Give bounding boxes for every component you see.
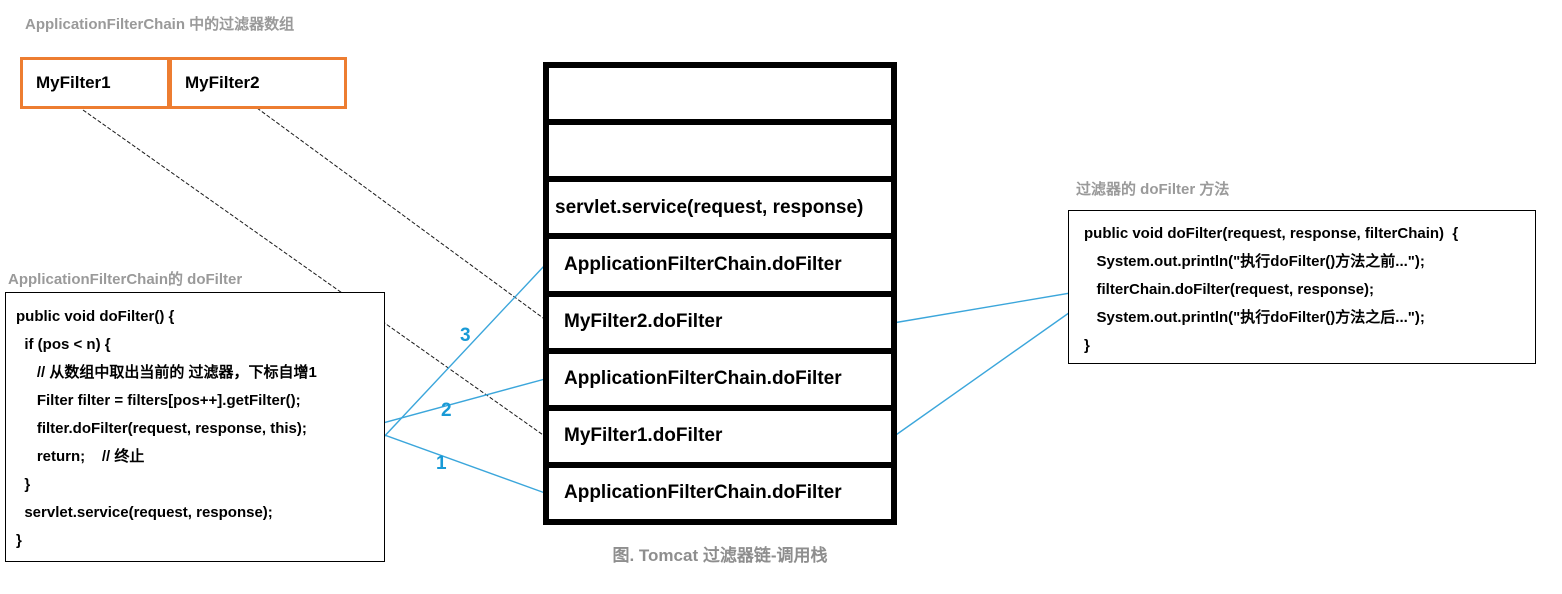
filter-dofilter-code-box: public void doFilter(request, response, …: [1068, 210, 1536, 364]
code-line-comment: // 从数组中取出当前的 过滤器，下标自增1: [16, 364, 317, 381]
filter-array-item-label: MyFilter2: [185, 73, 260, 92]
filter-array-title: ApplicationFilterChain 中的过滤器数组: [25, 16, 295, 33]
filter-array-item-label: MyFilter1: [36, 73, 111, 92]
sequence-number-3: 3: [460, 325, 471, 346]
code-line: public void doFilter(request, response, …: [1084, 225, 1459, 242]
code-line: System.out.println("执行doFilter()方法之前..."…: [1084, 253, 1425, 270]
stack-frame-servlet-service: servlet.service(request, response): [549, 182, 891, 240]
stack-frame-empty: [549, 68, 891, 126]
code-line: }: [1084, 337, 1090, 354]
stack-frame-afc-dofilter-2: ApplicationFilterChain.doFilter: [549, 354, 891, 411]
call-stack: servlet.service(request, response) Appli…: [543, 62, 897, 525]
code-line: return; // 终止: [16, 448, 145, 465]
right-code-title: 过滤器的 doFilter 方法: [1076, 181, 1230, 198]
code-line: }: [16, 532, 22, 549]
sequence-number-2: 2: [441, 400, 452, 421]
code-line-servlet-service-call: servlet.service(request, response);: [16, 504, 273, 521]
stack-frame-myfilter2-dofilter: MyFilter2.doFilter: [549, 297, 891, 354]
sequence-number-1: 1: [436, 453, 447, 474]
code-line: public void doFilter() {: [16, 308, 175, 325]
filter-array-item-myfilter2: MyFilter2: [169, 57, 347, 109]
code-line: System.out.println("执行doFilter()方法之后..."…: [1084, 309, 1425, 326]
applicationfilterchain-dofilter-code-box: public void doFilter() { if (pos < n) { …: [5, 292, 385, 562]
stack-frame-empty: [549, 125, 891, 183]
code-line-filterchain-dofilter-call: filterChain.doFilter(request, response);: [1084, 281, 1375, 298]
connector-call-1: [367, 428, 546, 494]
stack-frame-afc-dofilter-1: ApplicationFilterChain.doFilter: [564, 482, 842, 504]
stack-frame-myfilter1-dofilter: MyFilter1.doFilter: [549, 411, 891, 468]
filter-array: MyFilter1 MyFilter2: [20, 57, 347, 109]
code-line-filter-dofilter-call: filter.doFilter(request, response, this)…: [16, 420, 307, 437]
stack-frame-afc-dofilter-3: ApplicationFilterChain.doFilter: [549, 239, 891, 297]
code-line: Filter filter = filters[pos++].getFilter…: [16, 392, 301, 409]
connector-call-2: [367, 378, 546, 428]
filter-array-item-myfilter1: MyFilter1: [20, 57, 170, 109]
code-line: if (pos < n) {: [16, 336, 111, 353]
code-line: }: [16, 476, 31, 493]
left-code-title: ApplicationFilterChain的 doFilter: [8, 271, 243, 288]
figure-caption: 图. Tomcat 过滤器链-调用栈: [612, 546, 828, 565]
